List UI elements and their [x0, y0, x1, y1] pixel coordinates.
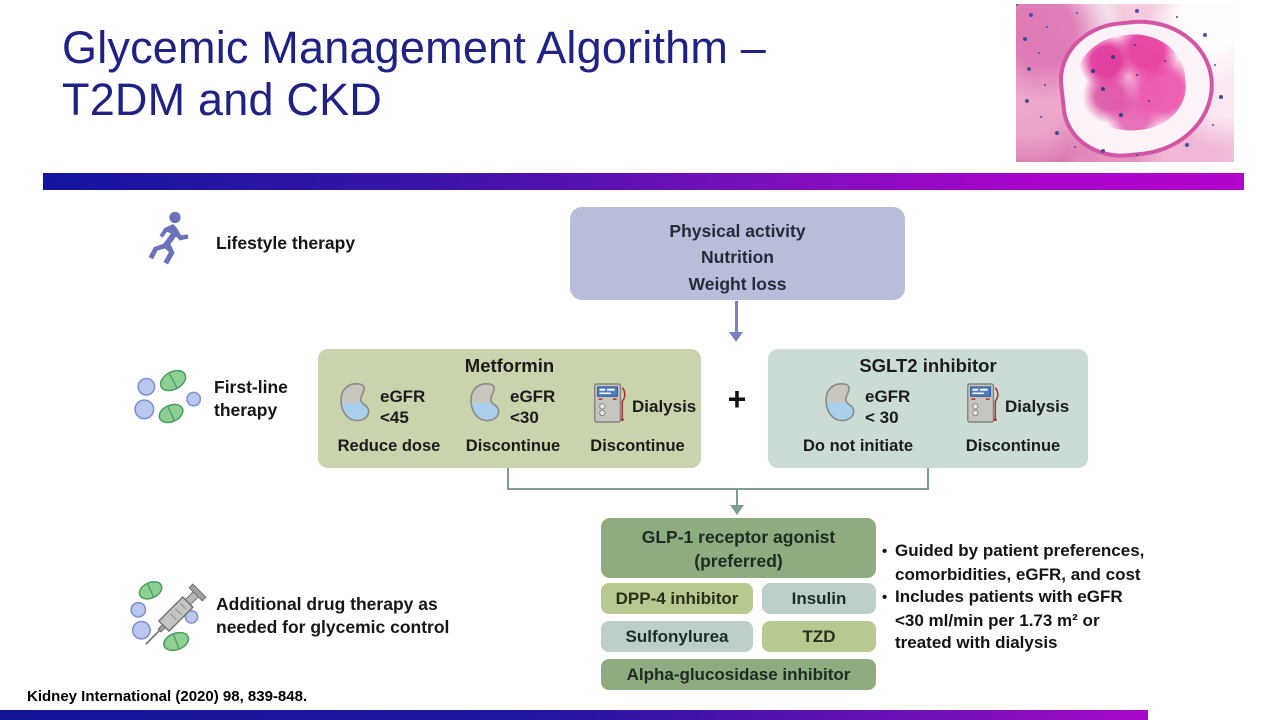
sglt2-egfr30-condition: eGFR < 30	[865, 386, 910, 429]
first-line-therapy-label: First-line therapy	[214, 376, 288, 422]
lifestyle-box-line1: Physical activity	[669, 221, 806, 241]
cond-text: < 30	[865, 408, 899, 428]
glp1-line2: (preferred)	[694, 550, 783, 571]
bullet-item: • Guided by patient preferences,	[882, 540, 1274, 564]
bullet-text: Guided by patient preferences,	[895, 541, 1145, 560]
lifestyle-box-line3: Weight loss	[688, 273, 787, 294]
dialysis-machine-icon	[594, 383, 626, 423]
alpha-glucosidase-inhibitor-box: Alpha-glucosidase inhibitor	[601, 659, 876, 690]
page-title: Glycemic Management Algorithm – T2DM and…	[62, 22, 766, 126]
metformin-egfr30-condition: eGFR <30	[510, 386, 555, 429]
first-line-label-line2: therapy	[214, 400, 278, 421]
connector-line	[927, 468, 929, 490]
cond-text: <45	[380, 408, 409, 428]
pills-icon	[134, 369, 202, 424]
additional-drug-therapy-label: Additional drug therapy as needed for gl…	[216, 593, 449, 639]
footer-divider-bar	[0, 710, 1148, 720]
cond-text: eGFR	[865, 387, 911, 406]
tzd-box: TZD	[762, 621, 876, 652]
cond-text: <30	[510, 408, 539, 428]
connector-line	[736, 488, 738, 507]
connector-line	[507, 488, 929, 490]
connector-line	[507, 468, 509, 490]
arrow-lifestyle-head-icon	[729, 332, 743, 342]
arrow-lifestyle-to-firstline	[735, 301, 738, 333]
glp1-receptor-agonist-box: GLP-1 receptor agonist (preferred)	[601, 518, 876, 578]
citation-text: Kidney International (2020) 98, 839-848.	[27, 688, 308, 705]
sglt2-title: SGLT2 inhibitor	[859, 355, 997, 376]
kidney-icon	[825, 383, 855, 422]
glomerulus-capillary-tuft	[1070, 29, 1191, 137]
metformin-action-discontinue: Discontinue	[465, 437, 561, 455]
bullet-text: <30 ml/min per 1.73 m² or	[895, 610, 1100, 630]
lifestyle-therapy-label: Lifestyle therapy	[216, 233, 356, 253]
first-line-label-line1: First-line	[214, 377, 288, 397]
bullet-item: • Includes patients with eGFR	[882, 586, 1274, 610]
additional-label-line1: Additional drug therapy as	[216, 594, 438, 614]
sglt2-dialysis-condition: Dialysis	[1005, 397, 1070, 416]
metformin-dialysis-action-discontinue: Discontinue	[590, 437, 685, 455]
insulin-box: Insulin	[762, 583, 876, 614]
kidney-icon	[340, 383, 370, 422]
cond-text: eGFR	[510, 387, 556, 406]
lifestyle-box: Physical activity Nutrition Weight loss	[570, 207, 905, 300]
bullet-marker: •	[882, 589, 888, 606]
page-title-line1: Glycemic Management Algorithm –	[62, 22, 766, 73]
glp1-line1: GLP-1 receptor agonist	[641, 527, 836, 547]
runner-icon	[148, 211, 189, 265]
sglt2-dialysis-action-discontinue: Discontinue	[965, 437, 1061, 455]
kidney-histology-image	[1016, 4, 1234, 162]
notes-bullet-list: • Guided by patient preferences, comorbid…	[882, 540, 1274, 655]
cond-text: eGFR	[380, 387, 426, 406]
glomerulus-shape	[1053, 12, 1221, 162]
kidney-icon	[470, 383, 500, 422]
dialysis-machine-icon	[967, 383, 999, 423]
sglt2-action-do-not-initiate: Do not initiate	[803, 437, 913, 455]
bullet-text: comorbidities, eGFR, and cost	[895, 564, 1141, 584]
sglt2-inhibitor-box: SGLT2 inhibitor eGFR < 30 Dialysis Do no…	[768, 349, 1088, 468]
sulfonylurea-box: Sulfonylurea	[601, 621, 753, 652]
metformin-dialysis-condition: Dialysis	[632, 397, 697, 416]
bullet-marker: •	[882, 543, 888, 560]
title-divider-bar	[43, 173, 1244, 190]
metformin-box: Metformin eGFR <45 eGFR <30	[318, 349, 701, 468]
metformin-egfr45-condition: eGFR <45	[380, 386, 425, 429]
cell-nuclei-dots	[1016, 4, 1018, 6]
metformin-title: Metformin	[464, 355, 555, 376]
lifestyle-box-line2: Nutrition	[701, 247, 774, 268]
bullet-text: treated with dialysis	[895, 633, 1058, 652]
plus-sign: +	[727, 381, 747, 417]
additional-label-line2: needed for glycemic control	[216, 617, 450, 638]
bullet-text: Includes patients with eGFR	[895, 587, 1123, 606]
dpp4-inhibitor-box: DPP-4 inhibitor	[601, 583, 753, 614]
page-title-line2: T2DM and CKD	[62, 74, 382, 126]
connector-arrow-head-icon	[730, 505, 744, 515]
syringe-pills-icon	[130, 581, 207, 652]
metformin-action-reduce-dose: Reduce dose	[337, 437, 441, 455]
